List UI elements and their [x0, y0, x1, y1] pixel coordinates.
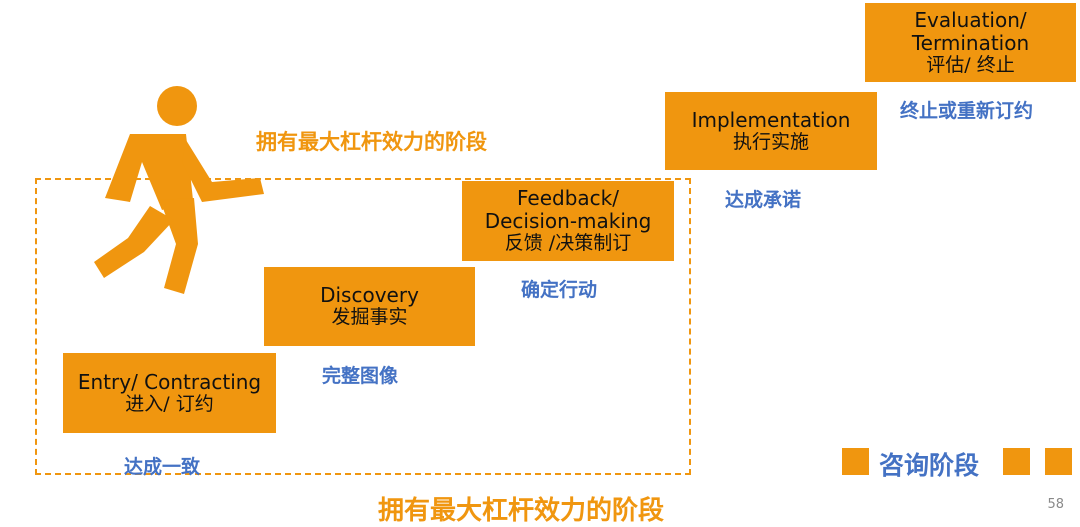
step-evaluation-en-2: Termination [911, 30, 1030, 55]
step-discovery-box: Discovery 发掘事实 [264, 267, 475, 346]
step-entry-outcome: 达成一致 [124, 456, 201, 478]
step-evaluation-en-1: Evaluation/ [914, 7, 1027, 32]
step-entry-zh: 进入/ 订约 [125, 392, 214, 415]
leverage-label-bottom: 拥有最大杠杆效力的阶段 [378, 496, 665, 526]
step-evaluation-box: Evaluation/ Termination 评估/ 终止 [865, 3, 1076, 82]
step-implementation-box: Implementation 执行实施 [665, 92, 877, 170]
step-entry-en: Entry/ Contracting [77, 369, 262, 394]
step-discovery-zh: 发掘事实 [331, 306, 408, 329]
leverage-label-top: 拥有最大杠杆效力的阶段 [256, 130, 487, 154]
legend-square-mid [1003, 448, 1030, 475]
max-leverage-frame [35, 178, 691, 475]
step-discovery-outcome: 完整图像 [322, 365, 399, 387]
step-feedback-box: Feedback/ Decision-making 反馈 /决策制订 [462, 181, 674, 261]
legend-square-right [1045, 448, 1072, 475]
step-feedback-zh: 反馈 /决策制订 [504, 232, 632, 255]
step-evaluation-zh: 评估/ 终止 [926, 53, 1015, 76]
step-entry-box: Entry/ Contracting 进入/ 订约 [63, 353, 276, 433]
page-number: 58 [1047, 497, 1064, 512]
step-feedback-en-2: Decision-making [484, 209, 652, 234]
step-implementation-zh: 执行实施 [732, 130, 809, 153]
step-feedback-outcome: 确定行动 [521, 279, 598, 301]
step-feedback-en-1: Feedback/ [517, 186, 619, 211]
legend-label: 咨询阶段 [879, 451, 980, 480]
running-person-icon [94, 86, 264, 294]
legend-square-left [842, 448, 869, 475]
step-implementation-outcome: 达成承诺 [725, 189, 802, 211]
step-discovery-en: Discovery [320, 283, 419, 308]
step-implementation-en: Implementation [691, 107, 851, 132]
step-evaluation-outcome: 终止或重新订约 [900, 100, 1034, 122]
